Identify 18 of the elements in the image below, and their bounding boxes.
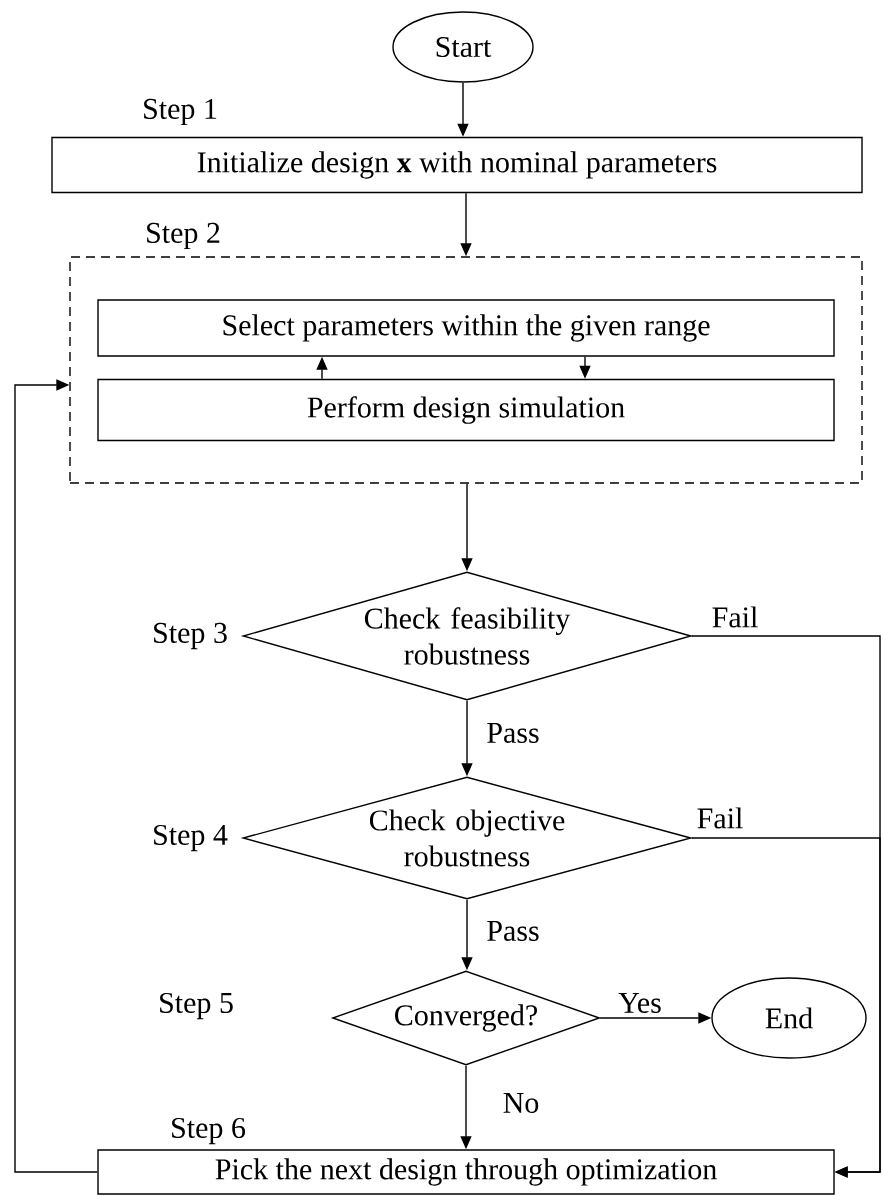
process-box: Pick the next design through optimization — [97, 1149, 835, 1195]
step-label: Step 3 — [154, 622, 227, 650]
step-label: Step 4 — [154, 824, 228, 852]
process-box: Perform design simulation — [97, 378, 835, 442]
edge-label: No — [501, 1092, 541, 1114]
edge-label: Fail — [710, 605, 760, 629]
step-label: Step 1 — [144, 98, 217, 126]
arrow — [14, 379, 98, 1173]
step-label: Step 5 — [160, 992, 233, 1020]
edge-label: Pass — [485, 722, 541, 744]
arrow — [691, 837, 881, 1178]
edge-label: Yes — [617, 992, 663, 1014]
step-label: Step 6 — [172, 1117, 246, 1145]
node-label: Step 2 — [147, 222, 220, 250]
edge-label: Pass — [485, 920, 541, 942]
process-box: Select parameters within the given range — [97, 299, 835, 357]
edge-label: Fail — [695, 806, 745, 830]
process-box: Initialize design x with nominal parameters — [51, 136, 863, 194]
